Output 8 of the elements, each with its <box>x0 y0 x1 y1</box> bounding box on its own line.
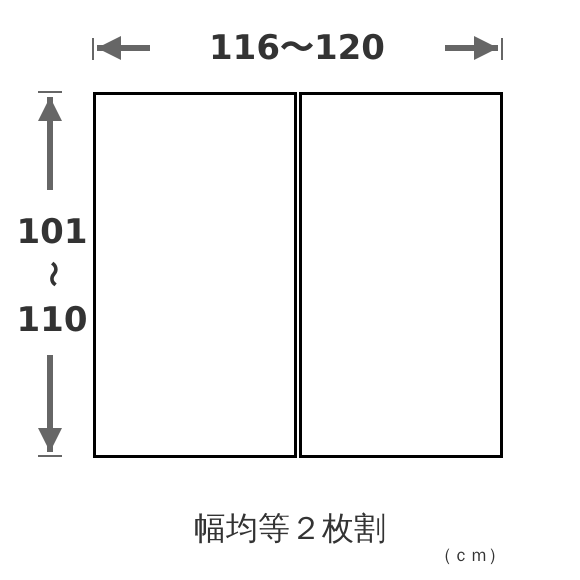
range-symbol: 〜 <box>39 261 65 287</box>
dimension-label: 116〜120 <box>209 31 385 65</box>
dimension-label: 110 <box>16 303 88 337</box>
dimension-label: 101 <box>16 215 88 249</box>
caption-text: 幅均等２枚割 <box>194 512 386 544</box>
unit-label: （ｃｍ） <box>434 547 506 565</box>
panel-rectangle <box>299 92 503 458</box>
panel-rectangle <box>93 92 297 458</box>
